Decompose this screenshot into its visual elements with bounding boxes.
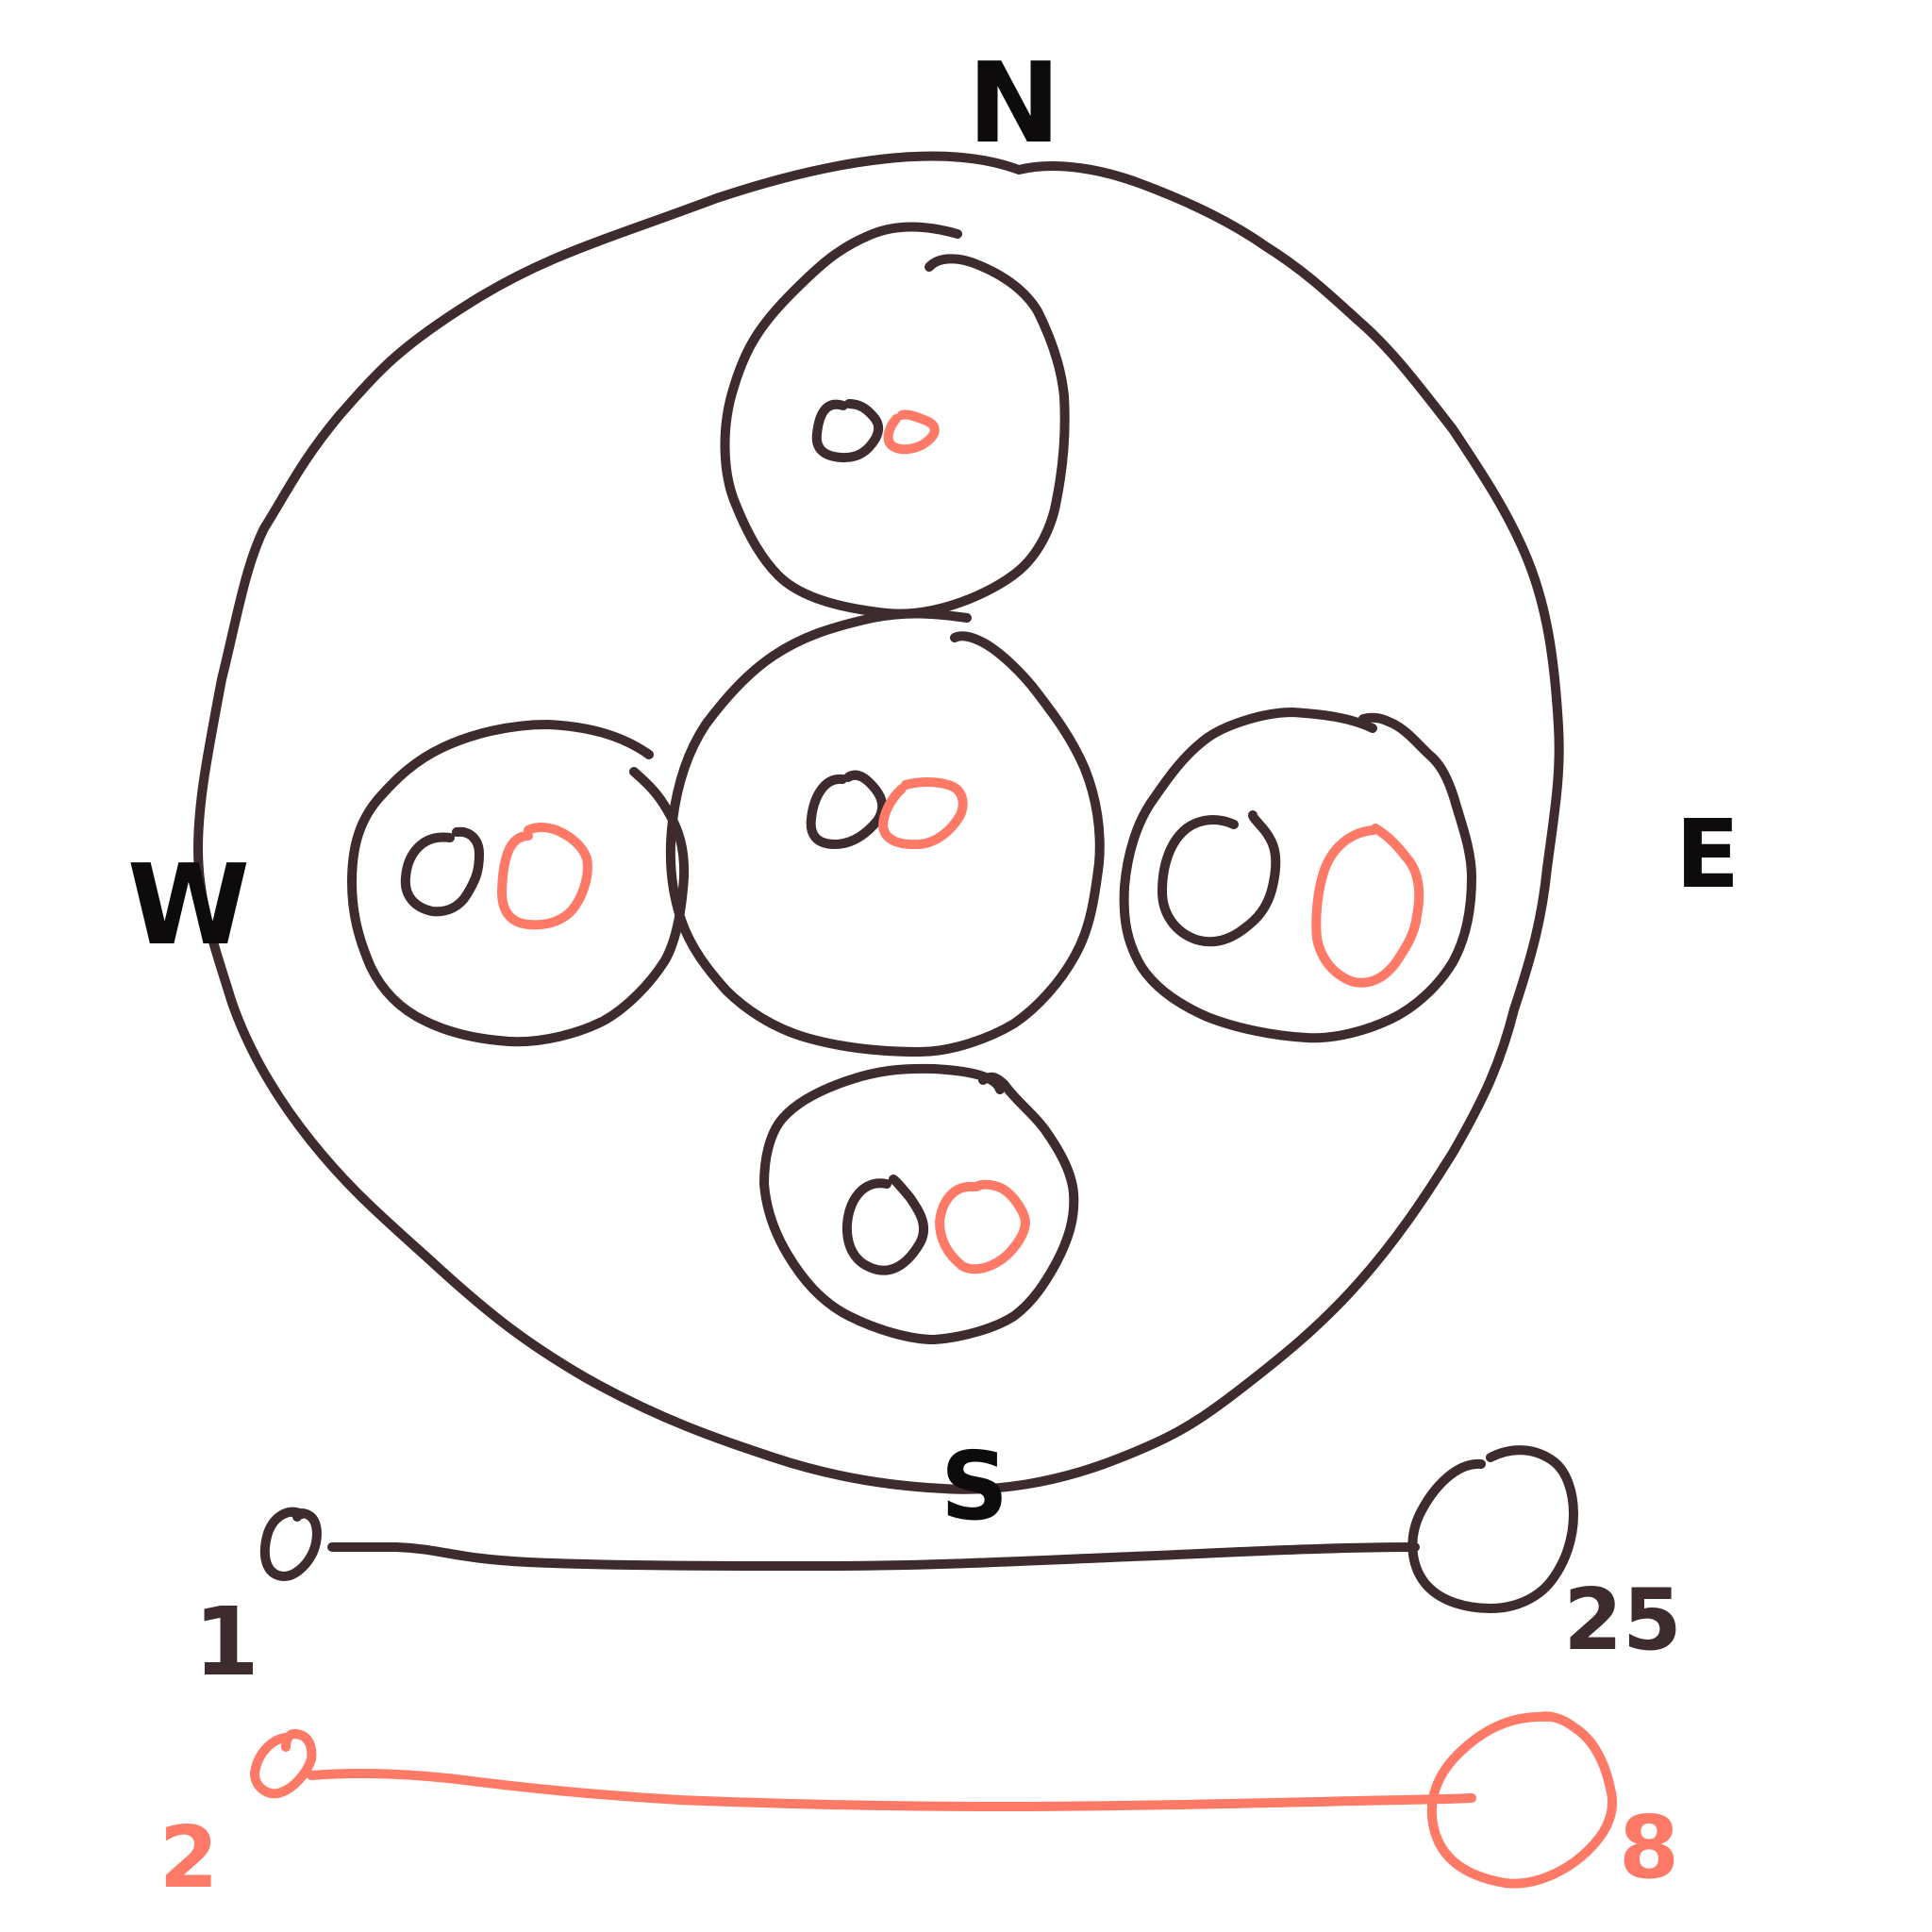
outer-region — [193, 151, 1564, 1494]
legend-dark-max-label: 25 — [1563, 1571, 1681, 1670]
bubble-west-accent — [497, 823, 592, 930]
bubble-center — [665, 608, 1105, 1057]
bubble-east — [1119, 708, 1476, 1043]
label-north: N — [968, 38, 1061, 168]
bubble-north — [720, 222, 1070, 619]
bubble-south — [759, 1063, 1079, 1344]
label-south: S — [941, 1431, 1008, 1541]
legend-dark-scale — [259, 1445, 1578, 1613]
legend-dark-line — [327, 1542, 1420, 1571]
bubble-east-accent — [1311, 824, 1424, 988]
legend-dark-small-circle — [259, 1507, 322, 1581]
legend-accent-scale — [250, 1711, 1618, 1889]
bubble-center-accent — [878, 777, 968, 850]
legend-dark-large-circle — [1407, 1445, 1578, 1613]
label-east: E — [1675, 799, 1740, 909]
legend-accent-min-label: 2 — [159, 1808, 219, 1907]
legend-dark-min-label: 1 — [193, 1587, 259, 1697]
legend-accent-max-label: 8 — [1619, 1797, 1679, 1898]
label-west: W — [127, 840, 250, 970]
bubble-south-accent — [935, 1179, 1030, 1274]
legend-accent-large-circle — [1426, 1711, 1618, 1889]
bubble-north-accent — [883, 409, 940, 455]
legend-accent-small-circle — [250, 1729, 317, 1799]
bubble-west — [347, 720, 690, 1047]
legend-accent-line — [307, 1769, 1476, 1811]
